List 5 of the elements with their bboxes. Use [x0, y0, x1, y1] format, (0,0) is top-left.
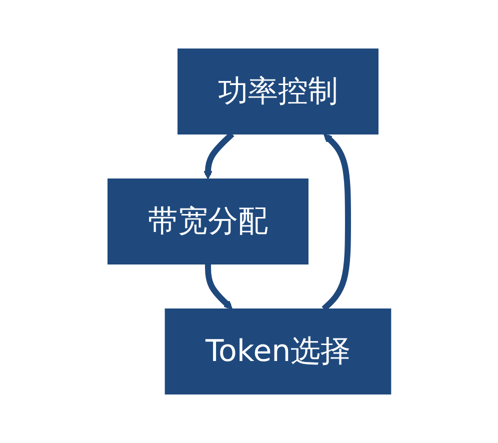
node-box: Token选择	[164, 308, 391, 394]
node-box: 带宽分配	[107, 178, 308, 264]
arrow	[204, 264, 232, 310]
arrow	[203, 132, 234, 180]
node-box: 功率控制	[177, 48, 378, 134]
